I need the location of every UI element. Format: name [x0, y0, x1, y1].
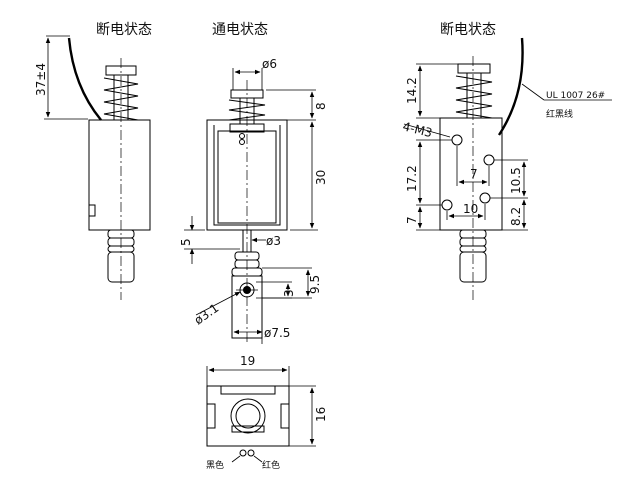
- lead-wire-left: [67, 37, 102, 121]
- dim-bottom-height: 16: [314, 407, 328, 422]
- spring-cap-right: [457, 63, 491, 74]
- body-notch-left: [88, 204, 96, 217]
- dim-hole-pitch: 10: [463, 202, 478, 216]
- dim-hole-bottom: 7: [405, 216, 419, 224]
- dim-body-height: 30: [314, 170, 328, 185]
- black-wire-terminal: [239, 449, 247, 457]
- dim-plunger-dia: ø6: [262, 57, 277, 71]
- bottom-outline: [206, 385, 290, 447]
- dim-spring-len: 8: [314, 102, 328, 110]
- dim-pin-from-end: 3: [282, 289, 296, 297]
- inner-ring: [235, 403, 261, 429]
- label-wire-spec: UL 1007 26#: [546, 91, 605, 101]
- dim-tip-length: 9.5: [308, 275, 322, 294]
- dim-stroke: 5: [179, 238, 193, 246]
- dim-bottom-width: 19: [240, 354, 255, 368]
- spring-mid: [228, 99, 266, 121]
- outer-ring: [230, 398, 266, 434]
- dim-hole-drop: 17.2: [405, 165, 419, 192]
- label-black: 黑色: [206, 459, 224, 471]
- mount-hole-3: [441, 199, 453, 211]
- notch-right: [280, 403, 290, 429]
- dim-top-offset: 14.2: [405, 77, 419, 104]
- leader-red: [253, 455, 263, 463]
- terminal-dot: [239, 133, 245, 139]
- mount-hole-2: [483, 154, 495, 166]
- top-lip: [220, 385, 276, 395]
- spring-right: [455, 75, 493, 119]
- clip-bar: [231, 425, 265, 433]
- frame-mid: [206, 119, 288, 231]
- leader-black: [231, 455, 241, 463]
- body-left: [88, 119, 151, 231]
- view-bottom: 19 16 黑色 红色: [206, 354, 328, 471]
- leader-pin: [195, 291, 241, 316]
- notch-left: [206, 403, 216, 429]
- title-on-mid: 通电状态: [212, 22, 268, 38]
- title-off-left: 断电状态: [96, 22, 152, 38]
- dim-hole-spacing-v: 10.5: [509, 167, 523, 194]
- dim-tip-dia: ø7.5: [264, 326, 290, 340]
- label-wire-colors: 红黑线: [546, 108, 573, 120]
- dim-hole-pitch-v: 8.2: [509, 207, 523, 226]
- dim-pin-hole: ø3.1: [192, 301, 222, 328]
- mount-hole-4: [479, 192, 491, 204]
- view-off-left: 断电状态 37±4: [34, 22, 152, 300]
- lead-wire-right: [497, 37, 524, 136]
- leader-wire: [521, 83, 545, 101]
- leader-m3: [403, 123, 451, 138]
- title-off-right: 断电状态: [440, 22, 496, 38]
- label-red: 红色: [262, 459, 280, 471]
- red-wire-terminal: [247, 449, 255, 457]
- dim-mount-hole: 4-M3: [401, 119, 433, 140]
- view-off-right: 断电状态 UL 1007 26# 红黑线 14.2 4-M3 17.2: [401, 22, 612, 300]
- dim-hole-spacing-h: 7: [470, 167, 478, 181]
- view-on-mid: 通电状态 ø6 8 30 5: [179, 22, 328, 345]
- dim-shaft-dia: ø3: [266, 234, 281, 248]
- dim-lead-length: 37±4: [34, 63, 48, 96]
- mount-hole-1: [451, 134, 463, 146]
- terminal-dot: [239, 139, 245, 145]
